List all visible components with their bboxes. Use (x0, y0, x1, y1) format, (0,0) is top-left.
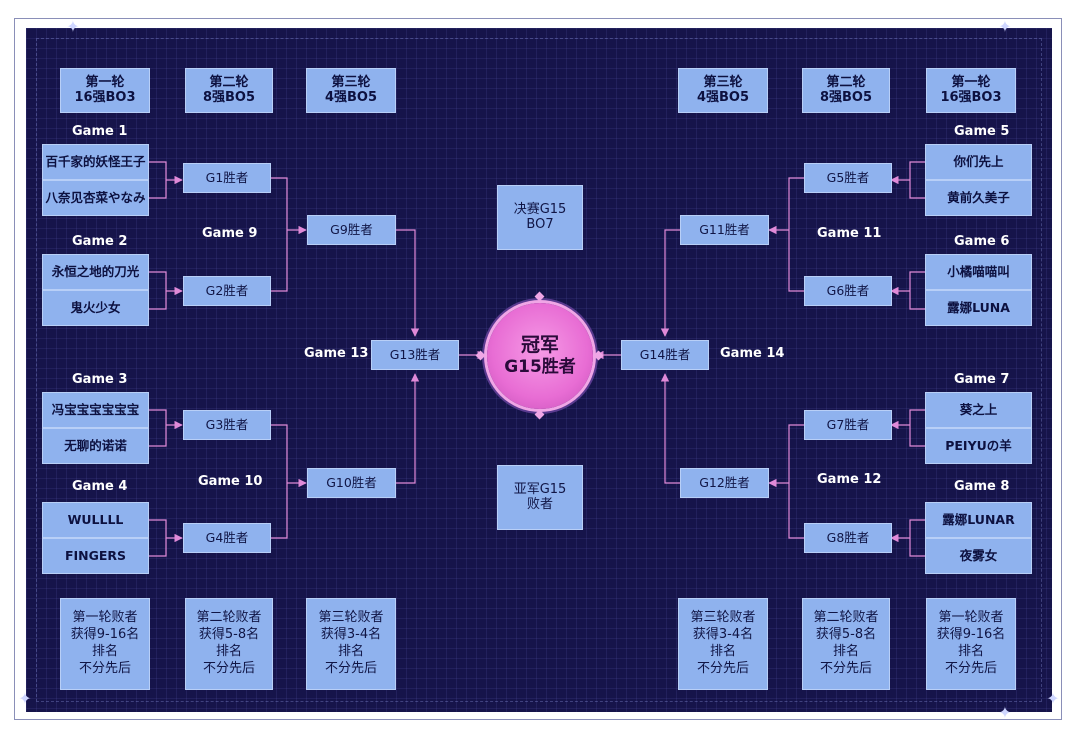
loser-note-left-2: 第二轮败者 获得5-8名 排名 不分先后 (185, 598, 273, 690)
winner-slot-g3: G3胜者 (183, 410, 271, 440)
player-slot: 露娜LUNA (925, 290, 1032, 326)
connector-g9 (271, 177, 306, 292)
player-slot: FINGERS (42, 538, 149, 574)
loser-note-left-3: 第三轮败者 获得3-4名 排名 不分先后 (306, 598, 396, 690)
winner-slot-g5: G5胜者 (804, 163, 892, 193)
winner-slot-g2: G2胜者 (183, 276, 271, 306)
dotted-border (36, 38, 1042, 702)
winner-slot-g1: G1胜者 (183, 163, 271, 193)
player-slot: 你们先上 (925, 144, 1032, 180)
player-slot: 八奈见杏菜やなみ (42, 180, 149, 216)
player-slot: 露娜LUNAR (925, 502, 1032, 538)
player-slot: 夜雾女 (925, 538, 1032, 574)
player-slot: 小橘喵喵叫 (925, 254, 1032, 290)
player-slot: 无聊的诺诺 (42, 428, 149, 464)
winner-slot-g11: G11胜者 (680, 215, 769, 245)
sparkle-icon: ✦ (66, 17, 80, 36)
loser-note-right-3: 第三轮败者 获得3-4名 排名 不分先后 (678, 598, 768, 690)
round-header-right-2: 第二轮 8强BO5 (802, 68, 890, 113)
player-slot: 鬼火少女 (42, 290, 149, 326)
game-label-4: Game 4 (72, 479, 128, 494)
sparkle-icon: ✦ (1046, 689, 1060, 708)
player-slot: PEIYUの羊 (925, 428, 1032, 464)
game-label-3: Game 3 (72, 372, 128, 387)
connector-g2 (149, 271, 182, 310)
champion-title: 冠军 (520, 334, 559, 356)
connector-g10 (271, 424, 306, 539)
game-label-13: Game 13 (304, 346, 369, 361)
game-label-2: Game 2 (72, 234, 128, 249)
loser-note-right-2: 第二轮败者 获得5-8名 排名 不分先后 (802, 598, 890, 690)
runner-up-box: 亚军G15 败者 (497, 465, 583, 530)
round-header-right-1: 第一轮 16强BO3 (926, 68, 1016, 113)
connector-g9-to-g13 (396, 229, 420, 337)
player-slot: 葵之上 (925, 392, 1032, 428)
champion-subtitle: G15胜者 (504, 357, 576, 377)
player-slot: WULLLL (42, 502, 149, 538)
game-label-9: Game 9 (202, 226, 258, 241)
connector-g11-to-g14 (660, 229, 680, 337)
sparkle-icon: ✦ (998, 17, 1012, 36)
connector-g7 (891, 409, 925, 447)
winner-slot-g4: G4胜者 (183, 523, 271, 553)
connector-g8 (891, 519, 925, 557)
winner-slot-g9: G9胜者 (307, 215, 396, 245)
connector-g4 (149, 519, 182, 557)
player-slot: 黄前久美子 (925, 180, 1032, 216)
connector-g5 (891, 161, 925, 199)
winner-slot-g13: G13胜者 (371, 340, 459, 370)
round-header-right-3: 第三轮 4强BO5 (678, 68, 768, 113)
connector-g6 (891, 271, 925, 310)
connector-g3 (149, 409, 182, 447)
player-slot: 冯宝宝宝宝宝宝 (42, 392, 149, 428)
game-label-14: Game 14 (720, 346, 785, 361)
winner-slot-g12: G12胜者 (680, 468, 769, 498)
champion-badge: 冠军 G15胜者 (487, 303, 593, 409)
winner-slot-g6: G6胜者 (804, 276, 892, 306)
winner-slot-g7: G7胜者 (804, 410, 892, 440)
round-header-left-3: 第三轮 4强BO5 (306, 68, 396, 113)
round-header-left-2: 第二轮 8强BO5 (185, 68, 273, 113)
player-slot: 百千家的妖怪王子 (42, 144, 149, 180)
game-label-6: Game 6 (954, 234, 1010, 249)
sparkle-icon: ✦ (18, 689, 32, 708)
game-label-8: Game 8 (954, 479, 1010, 494)
winner-slot-g10: G10胜者 (307, 468, 396, 498)
winner-slot-g8: G8胜者 (804, 523, 892, 553)
winner-slot-g14: G14胜者 (621, 340, 709, 370)
game-label-7: Game 7 (954, 372, 1010, 387)
game-label-5: Game 5 (954, 124, 1010, 139)
connector-g12 (769, 424, 804, 539)
connector-g12-to-g14 (660, 373, 680, 484)
game-label-10: Game 10 (198, 474, 263, 489)
sparkle-icon: ✦ (998, 703, 1012, 722)
player-slot: 永恒之地的刀光 (42, 254, 149, 290)
loser-note-left-1: 第一轮败者 获得9-16名 排名 不分先后 (60, 598, 150, 690)
connector-g11 (769, 177, 804, 292)
final-info-box: 决赛G15 BO7 (497, 185, 583, 250)
loser-note-right-1: 第一轮败者 获得9-16名 排名 不分先后 (926, 598, 1016, 690)
game-label-11: Game 11 (817, 226, 882, 241)
round-header-left-1: 第一轮 16强BO3 (60, 68, 150, 113)
game-label-1: Game 1 (72, 124, 128, 139)
connector-g10-to-g13 (396, 373, 420, 484)
game-label-12: Game 12 (817, 472, 882, 487)
connector-g1 (149, 161, 182, 199)
